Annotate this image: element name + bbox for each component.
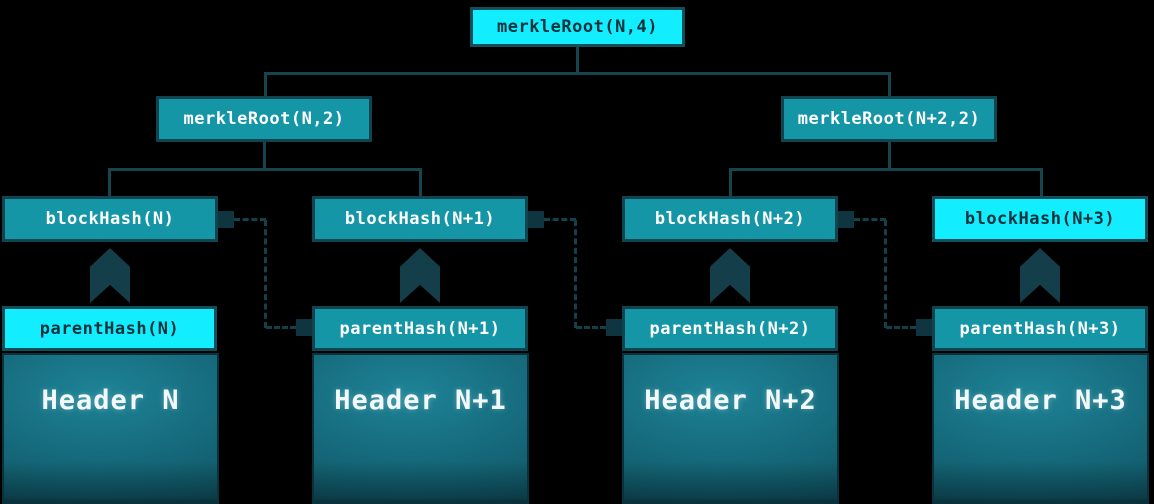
chain-link-dash-1b: [574, 220, 577, 328]
merkle-root-label: merkleRoot(N,4): [496, 17, 659, 37]
block-header-label: Header N+2: [644, 385, 817, 416]
up-arrow-icon: [90, 248, 130, 303]
merkle-branch-left-node: merkleRoot(N,2): [156, 96, 372, 142]
block-hash-label: blockHash(N+2): [654, 209, 806, 229]
chain-link-in-nub-0: [296, 319, 312, 336]
up-arrow-icon: [710, 248, 750, 303]
parent-hash-label: parentHash(N+3): [959, 318, 1121, 339]
tree-line-to-blockhash-0: [108, 168, 111, 197]
tree-line-to-blockhash-3: [1040, 168, 1043, 197]
tree-line-root-drop: [576, 46, 579, 73]
block-header-box: Header N+2: [622, 353, 839, 504]
tree-line-branch-right-up: [888, 72, 891, 97]
tree-line-branch-right-drop: [888, 142, 891, 169]
chain-link-dash-0b: [264, 220, 267, 328]
chain-link-in-nub-1: [606, 319, 622, 336]
tree-line-top-horizontal: [264, 72, 891, 75]
chain-link-dash-0c: [266, 326, 296, 329]
parent-hash-label: parentHash(N): [39, 318, 180, 339]
parent-hash-node: parentHash(N): [2, 306, 217, 351]
block-hash-node: blockHash(N+2): [622, 196, 838, 242]
chain-link-dash-2b: [884, 220, 887, 328]
block-hash-node: blockHash(N+1): [312, 196, 528, 242]
chain-link-dash-0a: [234, 218, 266, 221]
tree-line-branch-left-drop: [263, 142, 266, 169]
block-hash-label: blockHash(N): [45, 209, 175, 229]
up-arrow-icon: [400, 248, 440, 303]
merkle-branch-right-label: merkleRoot(N+2,2): [797, 109, 981, 129]
chain-link-dash-1a: [544, 218, 576, 221]
block-header-label: Header N+3: [954, 385, 1127, 416]
parent-hash-label: parentHash(N+2): [649, 318, 811, 339]
tree-line-to-blockhash-2: [729, 168, 732, 197]
tree-line-to-blockhash-1: [419, 168, 422, 197]
tree-line-mid-left: [108, 168, 422, 171]
tree-line-branch-left-up: [264, 72, 267, 97]
parent-hash-label: parentHash(N+1): [339, 318, 501, 339]
chain-link-dash-2c: [886, 326, 916, 329]
block-header-box: Header N+1: [312, 353, 529, 504]
parent-hash-node: parentHash(N+1): [312, 306, 528, 351]
block-header-box: Header N+3: [932, 353, 1149, 504]
chain-link-out-nub-0: [218, 211, 234, 228]
block-header-label: Header N: [41, 385, 180, 416]
block-hash-label: blockHash(N+1): [344, 209, 496, 229]
chain-link-in-nub-2: [916, 319, 932, 336]
merkle-branch-right-node: merkleRoot(N+2,2): [781, 96, 997, 142]
chain-link-out-nub-1: [528, 211, 544, 228]
merkle-root-node: merkleRoot(N,4): [470, 7, 685, 47]
block-hash-node: blockHash(N+3): [932, 196, 1148, 242]
chain-link-dash-2a: [854, 218, 886, 221]
chain-link-dash-1c: [576, 326, 606, 329]
merkle-branch-left-label: merkleRoot(N,2): [183, 109, 345, 129]
chain-link-out-nub-2: [838, 211, 854, 228]
block-hash-node: blockHash(N): [2, 196, 218, 242]
up-arrow-icon: [1020, 248, 1060, 303]
block-header-label: Header N+1: [334, 385, 507, 416]
parent-hash-node: parentHash(N+2): [622, 306, 838, 351]
tree-line-mid-right: [729, 168, 1043, 171]
block-hash-label: blockHash(N+3): [964, 209, 1116, 229]
block-header-box: Header N: [2, 353, 219, 504]
parent-hash-node: parentHash(N+3): [932, 306, 1148, 351]
